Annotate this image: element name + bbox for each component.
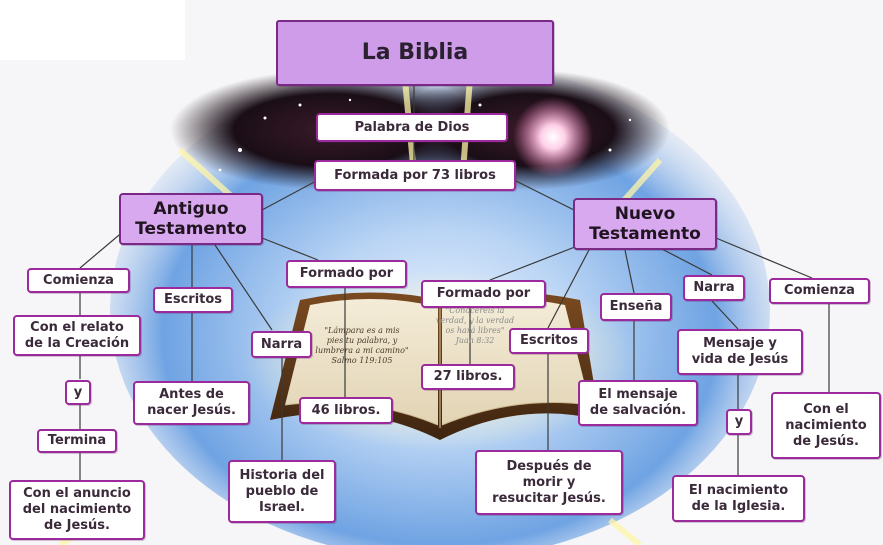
node-at-y: y xyxy=(65,380,91,405)
node-at-termina: Termina xyxy=(37,429,117,453)
node-at-anuncio-nacimiento: Con el anuncio del nacimiento de Jesús. xyxy=(9,480,145,540)
node-nt-ensena: Enseña xyxy=(600,293,672,321)
node-nt-narra: Narra xyxy=(683,275,745,301)
node-nuevo-testamento: Nuevo Testamento xyxy=(573,198,717,250)
node-at-historia-israel: Historia del pueblo de Israel. xyxy=(228,460,336,523)
node-at-relato-creacion: Con el relato de la Creación xyxy=(13,315,141,356)
node-nt-mensaje-salvacion: El mensaje de salvación. xyxy=(578,380,698,426)
node-palabra-de-dios: Palabra de Dios xyxy=(316,113,508,142)
node-nt-mensaje-vida: Mensaje y vida de Jesús xyxy=(677,329,803,375)
node-title: La Biblia xyxy=(276,20,554,86)
node-at-formado-por: Formado por xyxy=(286,260,407,288)
node-antiguo-testamento: Antiguo Testamento xyxy=(119,193,263,245)
node-at-narra: Narra xyxy=(251,331,312,358)
node-at-antes-nacer: Antes de nacer Jesús. xyxy=(133,381,250,425)
node-at-comienza: Comienza xyxy=(27,268,130,293)
node-at-escritos: Escritos xyxy=(153,287,233,313)
node-nt-nacimiento-jesus: Con el nacimiento de Jesús. xyxy=(771,392,881,459)
verse-right: "Conoceréis la verdad, y la verdad os ha… xyxy=(435,306,515,345)
node-nt-formado-por: Formado por xyxy=(421,280,546,308)
node-nt-27-libros: 27 libros. xyxy=(421,364,515,390)
node-nt-nacimiento-iglesia: El nacimiento de la Iglesia. xyxy=(672,475,805,522)
node-nt-despues-resucitar: Después de morir y resucitar Jesús. xyxy=(475,450,623,515)
node-nt-comienza: Comienza xyxy=(769,278,870,304)
verse-left: "Lámpara es a mis pies tu palabra, y lum… xyxy=(315,326,409,365)
node-at-46-libros: 46 libros. xyxy=(299,397,393,424)
node-nt-escritos: Escritos xyxy=(509,328,589,354)
node-formada-por-73-libros: Formada por 73 libros xyxy=(314,160,516,191)
node-nt-y: y xyxy=(726,409,752,435)
